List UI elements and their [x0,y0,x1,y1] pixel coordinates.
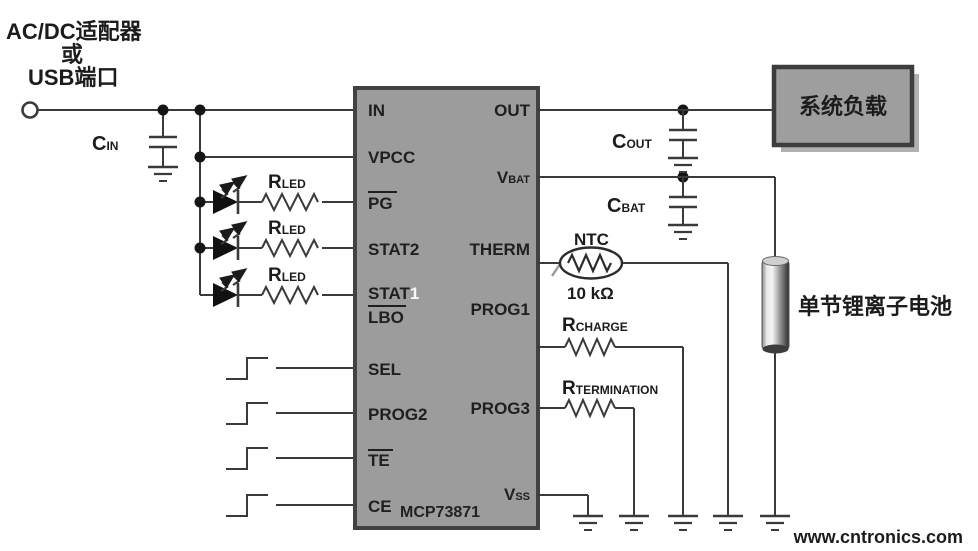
rtermination-label: RTERMINATION [562,378,658,399]
chip-name-label: MCP73871 [400,504,480,521]
pin-label-ce: CE [368,497,392,516]
source-label: AC/DC适配器 或 USB端口 [6,19,143,90]
step-input-ce [225,494,356,517]
watermark-text: www.cntronics.com [793,527,963,547]
pin-label-lbo: LBO [368,308,404,327]
rled-label-1: RLED [268,172,306,193]
cbat-cap-plates [667,195,699,209]
ntc-label: NTC [574,230,609,249]
source-line-2: 或 [61,42,83,67]
rtermination-resistor [564,397,616,419]
pin-label-pg: PG [368,194,393,213]
pin-label-sel: SEL [368,360,401,379]
cout-ground-symbol [666,156,700,174]
cin-cap-plates [147,135,179,149]
step-input-prog2 [225,402,356,425]
pin-label-stat1: STAT1 [368,284,419,303]
cin-ground-symbol [146,165,180,183]
pin-label-vpcc: VPCC [368,148,415,167]
pin-label-therm: THERM [470,240,530,259]
chip-mcp73871-body [353,86,540,530]
component-labels: CIN RLED RLED RLED COUT CBAT NTC 10 kΩ R… [92,131,952,399]
ntc-value-label: 10 kΩ [567,284,614,303]
system-load-block: 系统负载 [771,64,919,152]
rcharge-label: RCHARGE [562,315,628,336]
step-input-te [225,447,356,470]
rled-label-2: RLED [268,218,306,239]
battery-cell [761,256,790,354]
step-input-sel [225,357,356,380]
source-line-3: USB端口 [28,65,118,90]
source-line-1: AC/DC适配器 [6,19,143,44]
pin-label-in: IN [368,101,385,120]
cin-label: CIN [92,133,118,155]
battery-ground-symbol [758,514,792,532]
rtermination-ground-symbol [617,514,651,532]
cbat-label: CBAT [607,195,646,217]
ntc-ground-symbol [711,514,745,532]
ntc-thermistor [551,246,624,280]
pin-label-prog3: PROG3 [470,399,530,418]
pin-label-te: TE [368,451,390,470]
rcharge-resistor [564,336,616,358]
vss-ground-symbol [571,514,605,532]
rled-label-3: RLED [268,265,306,286]
cout-label: COUT [612,131,652,153]
pin-label-prog2: PROG2 [368,405,428,424]
rcharge-ground-symbol [666,514,700,532]
pin-label-stat2: STAT2 [368,240,419,259]
system-load-label: 系统负载 [799,94,887,119]
battery-label: 单节锂离子电池 [798,294,952,319]
pin-label-prog1: PROG1 [470,300,530,319]
pin-label-vss: VSS [504,485,530,504]
pin-label-vbat: VBAT [497,168,530,187]
input-terminal [21,101,39,119]
pin-label-out: OUT [494,101,531,120]
output-wires [538,109,776,516]
cout-cap-plates [667,128,699,142]
chip-pin-labels: IN VPCC PG STAT2 STAT1 LBO SEL PROG2 TE … [368,101,531,521]
cbat-ground-symbol [666,223,700,241]
